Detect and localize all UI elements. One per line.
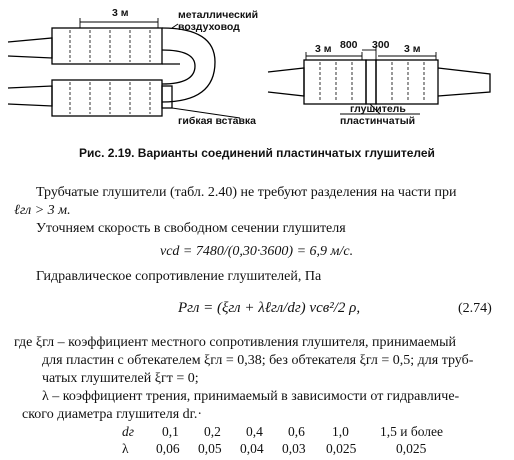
equation-velocity: vсd = 7480/(0,30·3600) = 6,9 м/с. — [160, 244, 354, 259]
label-metal-duct: металлический — [178, 9, 259, 21]
table-row1-label: dг — [122, 424, 135, 439]
table-cell: 0,04 — [240, 441, 264, 456]
label-flexible-insert: гибкая вставка — [178, 115, 257, 127]
right-silencer-1 — [303, 59, 367, 105]
table-cell: 0,1 — [162, 424, 179, 439]
lambda-line-2: ского диаметра глушителя dг.· — [22, 407, 202, 422]
u-bend-outer — [161, 27, 216, 103]
figure-drawing — [7, 18, 491, 119]
where-line-1: где ξгл – коэффициент местного сопротивл… — [14, 335, 456, 350]
right-dim-300: 300 — [372, 39, 390, 51]
left-bottom-inlet — [7, 85, 53, 107]
friction-table: dг 0,1 0,2 0,4 0,6 1,0 1,5 и более λ 0,0… — [0, 424, 514, 460]
left-top-silencer — [51, 27, 163, 65]
equation-number: (2.74) — [458, 301, 492, 316]
right-insert — [365, 59, 377, 105]
table-cell: 0,2 — [204, 424, 221, 439]
right-dim-3m: 3 м — [315, 43, 332, 55]
paragraph-3: Гидравлическое сопротивление глушителей,… — [36, 269, 322, 284]
table-cell: 1,0 — [332, 424, 349, 439]
table-cell: 0,025 — [326, 441, 357, 456]
lambda-line-1: λ – коэффициент трения, принимаемый в за… — [42, 389, 460, 404]
flexible-insert — [161, 85, 173, 109]
paragraph-1-line-1: Трубчатые глушители (табл. 2.40) не треб… — [36, 185, 457, 200]
where-line-2: для пластин с обтекателем ξгл = 0,38; бе… — [42, 353, 474, 368]
table-cell: 1,5 и более — [380, 424, 444, 439]
left-dim-label: 3 м — [112, 7, 129, 19]
left-top-inlet — [7, 37, 53, 59]
table-cell: 0,03 — [282, 441, 306, 456]
right-silencer-2 — [375, 59, 439, 105]
where-line-3: чатых глушителей ξгт = 0; — [42, 371, 199, 386]
table-cell: 0,06 — [156, 441, 180, 456]
u-bend-inner — [161, 49, 196, 85]
figure-2-19: 3 м металлический воздуховод гибкая вста… — [0, 0, 514, 140]
table-cell: 0,4 — [246, 424, 263, 439]
table-cell: 0,025 — [396, 441, 427, 456]
label-metal-duct-2: воздуховод — [178, 21, 240, 33]
right-outlet — [437, 67, 491, 97]
table-row2-label: λ — [122, 441, 129, 456]
right-dim-3m-2: 3 м — [404, 43, 421, 55]
figure-caption: Рис. 2.19. Варианты соединений пластинча… — [79, 146, 435, 160]
table-cell: 0,05 — [198, 441, 222, 456]
left-bottom-silencer — [51, 79, 163, 117]
paragraph-1-line-2: ℓгл > 3 м. — [14, 203, 71, 218]
right-inlet — [267, 67, 305, 97]
right-dim-800: 800 — [340, 39, 358, 51]
paragraph-2: Уточняем скорость в свободном сечении гл… — [36, 221, 346, 236]
label-silencer: глушитель — [350, 103, 406, 115]
equation-pressure: Pгл = (ξгл + λℓгл/dг) vсв²/2 ρ, — [178, 300, 361, 316]
label-silencer-2: пластинчатый — [340, 115, 416, 127]
table-cell: 0,6 — [288, 424, 305, 439]
